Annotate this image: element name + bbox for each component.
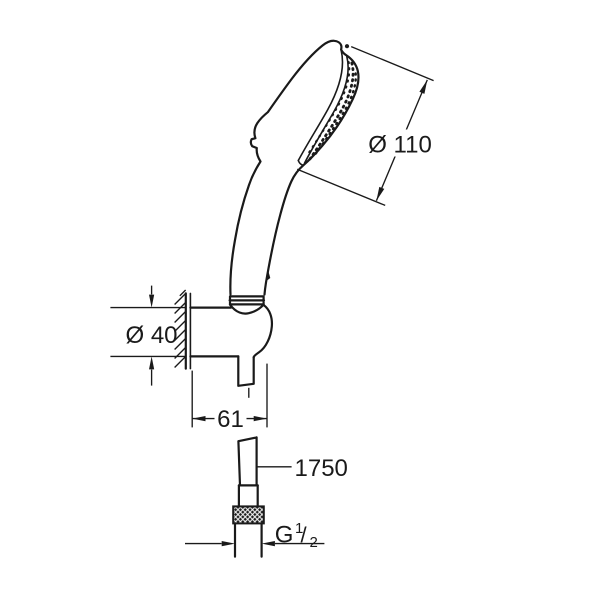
holder-ball [252,303,274,359]
holder-body [189,303,274,387]
dim-thread: G 1 / 2 [185,520,325,551]
dim-hose-length: 1750 [256,455,348,482]
hose-outlet [237,355,255,387]
hose-collar [237,484,259,508]
nozzle-row-1 [308,61,355,161]
cone-nut [228,295,266,315]
nozzle-row-3 [306,58,351,157]
hose-thread-end [233,522,263,558]
face-bottom-edge [297,159,305,167]
handle-lever-mark [265,269,271,282]
swivel-dome [228,303,265,315]
dim-head-diameter: Ø 110 [296,45,434,207]
face-corner-dot [344,44,350,49]
hose-upper-segment [237,436,259,487]
dim-thread-slash: / [301,523,308,548]
dim-thread-numerator: 1 [295,520,303,537]
hand-shower [228,39,360,315]
dim-thread-denominator: 2 [310,534,318,551]
shower-hose [232,436,265,558]
nozzle-row-2 [312,68,357,158]
dim-holder-diameter: Ø 40 [110,285,186,386]
shower-outline [229,39,360,296]
face-rim-outer [297,49,344,162]
dim-head-diameter-label: Ø 110 [368,132,432,159]
dim-holder-projection-label: 61 [217,406,244,433]
dim-hose-length-label: 1750 [295,455,348,482]
knurled-nut [232,505,265,525]
dim-holder-diameter-label: Ø 40 [125,322,177,349]
dim-holder-projection: 61 [191,363,268,433]
dim-thread-prefix: G [275,522,294,549]
spray-face [297,44,357,167]
wall-holder [174,289,274,398]
